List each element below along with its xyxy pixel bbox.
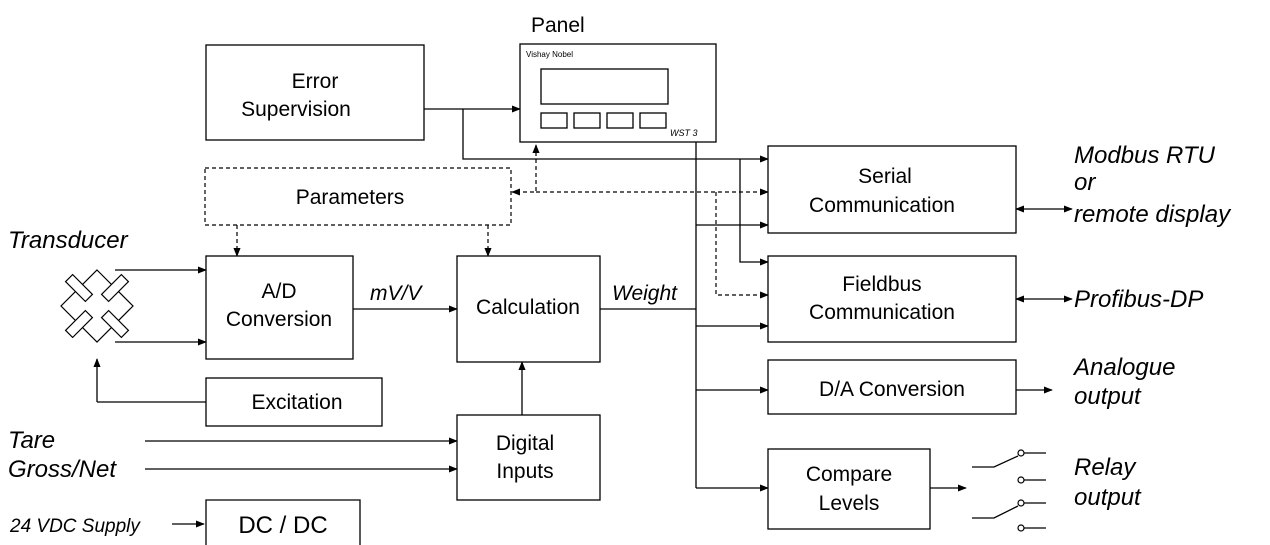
serial-communication-label-1: Serial: [858, 165, 912, 188]
transducer-bridge: Transducer: [8, 227, 134, 343]
dc-dc-block: DC / DC: [205, 499, 361, 545]
compare-levels-label-2: Levels: [819, 492, 880, 515]
fieldbus-communication-label-2: Communication: [809, 301, 955, 324]
panel-key-1: [540, 112, 568, 129]
fieldbus-communication-block: Fieldbus Communication: [767, 255, 1017, 343]
serial-communication-block: Serial Communication: [767, 145, 1017, 234]
tare-input-label: Tare: [8, 427, 55, 454]
panel-key-3: [606, 112, 634, 129]
gross-net-input-label: Gross/Net: [8, 456, 117, 483]
transducer-label: Transducer: [8, 227, 129, 254]
digital-inputs-label-2: Inputs: [496, 460, 553, 483]
serial-communication-label-2: Communication: [809, 194, 955, 217]
relay-output-label-1: Relay: [1074, 454, 1137, 481]
excitation-label: Excitation: [251, 391, 342, 414]
digital-inputs-label-1: Digital: [496, 432, 554, 455]
panel-key-4: [639, 112, 667, 129]
error-supervision-block: Error Supervision: [205, 44, 425, 141]
modbus-output-label-1: Modbus RTU: [1074, 142, 1216, 169]
error-supervision-label-2: Supervision: [241, 98, 351, 121]
supply-label: 24 VDC Supply: [9, 516, 141, 537]
calculation-block: Calculation: [456, 255, 601, 363]
panel-title: Panel: [531, 14, 585, 37]
excitation-block: Excitation: [205, 377, 383, 427]
parameters-label: Parameters: [296, 186, 405, 209]
da-conversion-label: D/A Conversion: [819, 378, 965, 401]
panel-brand: Vishay Nobel: [526, 50, 573, 59]
panel-model: WST 3: [670, 128, 698, 138]
analogue-output-label-1: Analogue: [1072, 354, 1175, 381]
panel-display: [540, 68, 669, 105]
compare-levels-label-1: Compare: [806, 463, 892, 486]
modbus-output-label-2: or: [1074, 169, 1096, 196]
dc-dc-label: DC / DC: [238, 512, 327, 539]
relay-contacts-icon: [972, 449, 1046, 532]
profibus-output-label: Profibus-DP: [1074, 286, 1203, 313]
connections: [93, 105, 1073, 528]
analogue-output-label-2: output: [1074, 383, 1142, 410]
fieldbus-communication-label-1: Fieldbus: [842, 273, 921, 296]
ad-conversion-block: A/D Conversion: [205, 255, 354, 360]
panel-key-2: [573, 112, 601, 129]
da-conversion-block: D/A Conversion: [767, 359, 1017, 415]
digital-inputs-block: Digital Inputs: [456, 414, 601, 501]
error-supervision-label-1: Error: [292, 70, 339, 93]
wheatstone-bridge-icon: [60, 269, 134, 343]
compare-levels-block: Compare Levels: [767, 448, 931, 530]
parameters-block: Parameters: [204, 167, 512, 226]
ad-conversion-label-2: Conversion: [226, 308, 332, 331]
relay-output-label-2: output: [1074, 484, 1142, 511]
mv-v-signal-label: mV/V: [370, 282, 423, 305]
calculation-label: Calculation: [476, 296, 580, 319]
panel-device: Panel Vishay Nobel WST 3: [519, 14, 717, 143]
modbus-output-label-3: remote display: [1074, 201, 1232, 228]
ad-conversion-label-1: A/D: [261, 280, 296, 303]
weight-signal-label: Weight: [612, 282, 678, 305]
